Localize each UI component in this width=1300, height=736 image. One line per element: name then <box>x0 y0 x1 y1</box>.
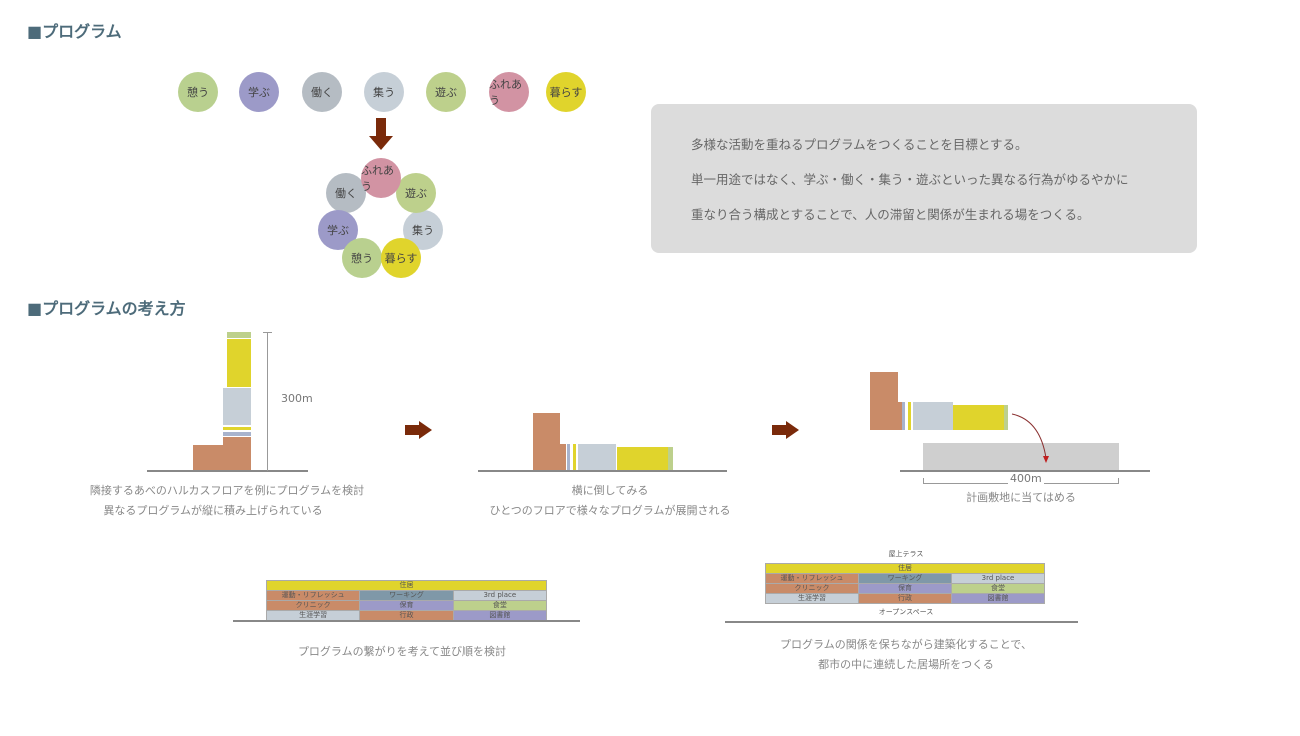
program-cell: 行政 <box>360 611 453 620</box>
program-cell: 生涯学習 <box>766 594 858 603</box>
curved-arrow-icon <box>1011 413 1049 463</box>
program-cell: 行政 <box>859 594 951 603</box>
caption: プログラムの繋がりを考えて並び順を検討 <box>297 645 507 658</box>
caption: 都市の中に連続した居場所をつくる <box>818 658 994 671</box>
cluster-circle: 学ぶ <box>318 210 358 250</box>
program-cell: 3rd place <box>453 591 546 600</box>
description-line: 重なり合う構成とすることで、人の滞留と関係が生まれる場をつくる。 <box>691 207 1090 222</box>
caption: 計画敷地に当てはめる <box>966 491 1076 504</box>
cell-housing: 住居 <box>267 581 546 590</box>
roof-terrace-label: 屋上テラス <box>888 550 924 558</box>
program-cell: 保育 <box>360 601 453 610</box>
program-cell: 運動・リフレッシュ <box>766 574 858 583</box>
cluster-circle: 憩う <box>342 238 382 278</box>
open-space-label: オープンスペース <box>878 608 934 616</box>
caption: プログラムの関係を保ちながら建築化することで、 <box>780 638 1032 651</box>
right-arrow-icon <box>405 425 419 435</box>
section-title-program: ■プログラム <box>27 22 122 41</box>
section-title-concept: ■プログラムの考え方 <box>27 299 186 318</box>
program-cell: 図書館 <box>952 594 1044 603</box>
cluster-circle: 遊ぶ <box>396 173 436 213</box>
activity-circle: 集う <box>364 72 404 112</box>
cluster-circle: 働く <box>326 173 366 213</box>
description-line: 多様な活動を重ねるプログラムをつくることを目標とする。 <box>691 137 1028 152</box>
right-arrow-icon <box>772 425 786 435</box>
program-cell: クリニック <box>766 584 858 593</box>
cluster-circle: ふれあう <box>361 158 401 198</box>
activity-circle: 暮らす <box>546 72 586 112</box>
program-cell: 生涯学習 <box>267 611 360 620</box>
activity-circle: 働く <box>302 72 342 112</box>
caption: ひとつのフロアで様々なプログラムが展開される <box>489 504 731 517</box>
caption: 隣接するあべのハルカスフロアを例にプログラムを検討 <box>89 484 365 497</box>
cell-housing: 住居 <box>766 564 1044 573</box>
activity-circle: 遊ぶ <box>426 72 466 112</box>
program-cell: 3rd place <box>952 574 1044 583</box>
description-box: 多様な活動を重ねるプログラムをつくることを目標とする。 単一用途ではなく、学ぶ・… <box>651 104 1197 253</box>
down-arrow-head-icon <box>369 136 393 150</box>
caption: 横に倒してみる <box>571 484 649 497</box>
caption: 異なるプログラムが縦に積み上げられている <box>103 504 323 517</box>
program-cell: 食堂 <box>453 601 546 610</box>
program-cell: 図書館 <box>453 611 546 620</box>
down-arrow-icon <box>376 118 386 138</box>
program-cell: ワーキング <box>360 591 453 600</box>
program-cell: クリニック <box>267 601 360 610</box>
program-cell: 運動・リフレッシュ <box>267 591 360 600</box>
description-line: 単一用途ではなく、学ぶ・働く・集う・遊ぶといった異なる行為がゆるやかに <box>691 172 1129 187</box>
width-label: 400m <box>1008 472 1044 485</box>
activity-circle: 憩う <box>178 72 218 112</box>
program-cell: 食堂 <box>952 584 1044 593</box>
height-label: 300m <box>281 392 313 405</box>
program-cell: 保育 <box>859 584 951 593</box>
program-cell: ワーキング <box>859 574 951 583</box>
cluster-circle: 暮らす <box>381 238 421 278</box>
activity-circle: ふれあう <box>489 72 529 112</box>
activity-circle: 学ぶ <box>239 72 279 112</box>
